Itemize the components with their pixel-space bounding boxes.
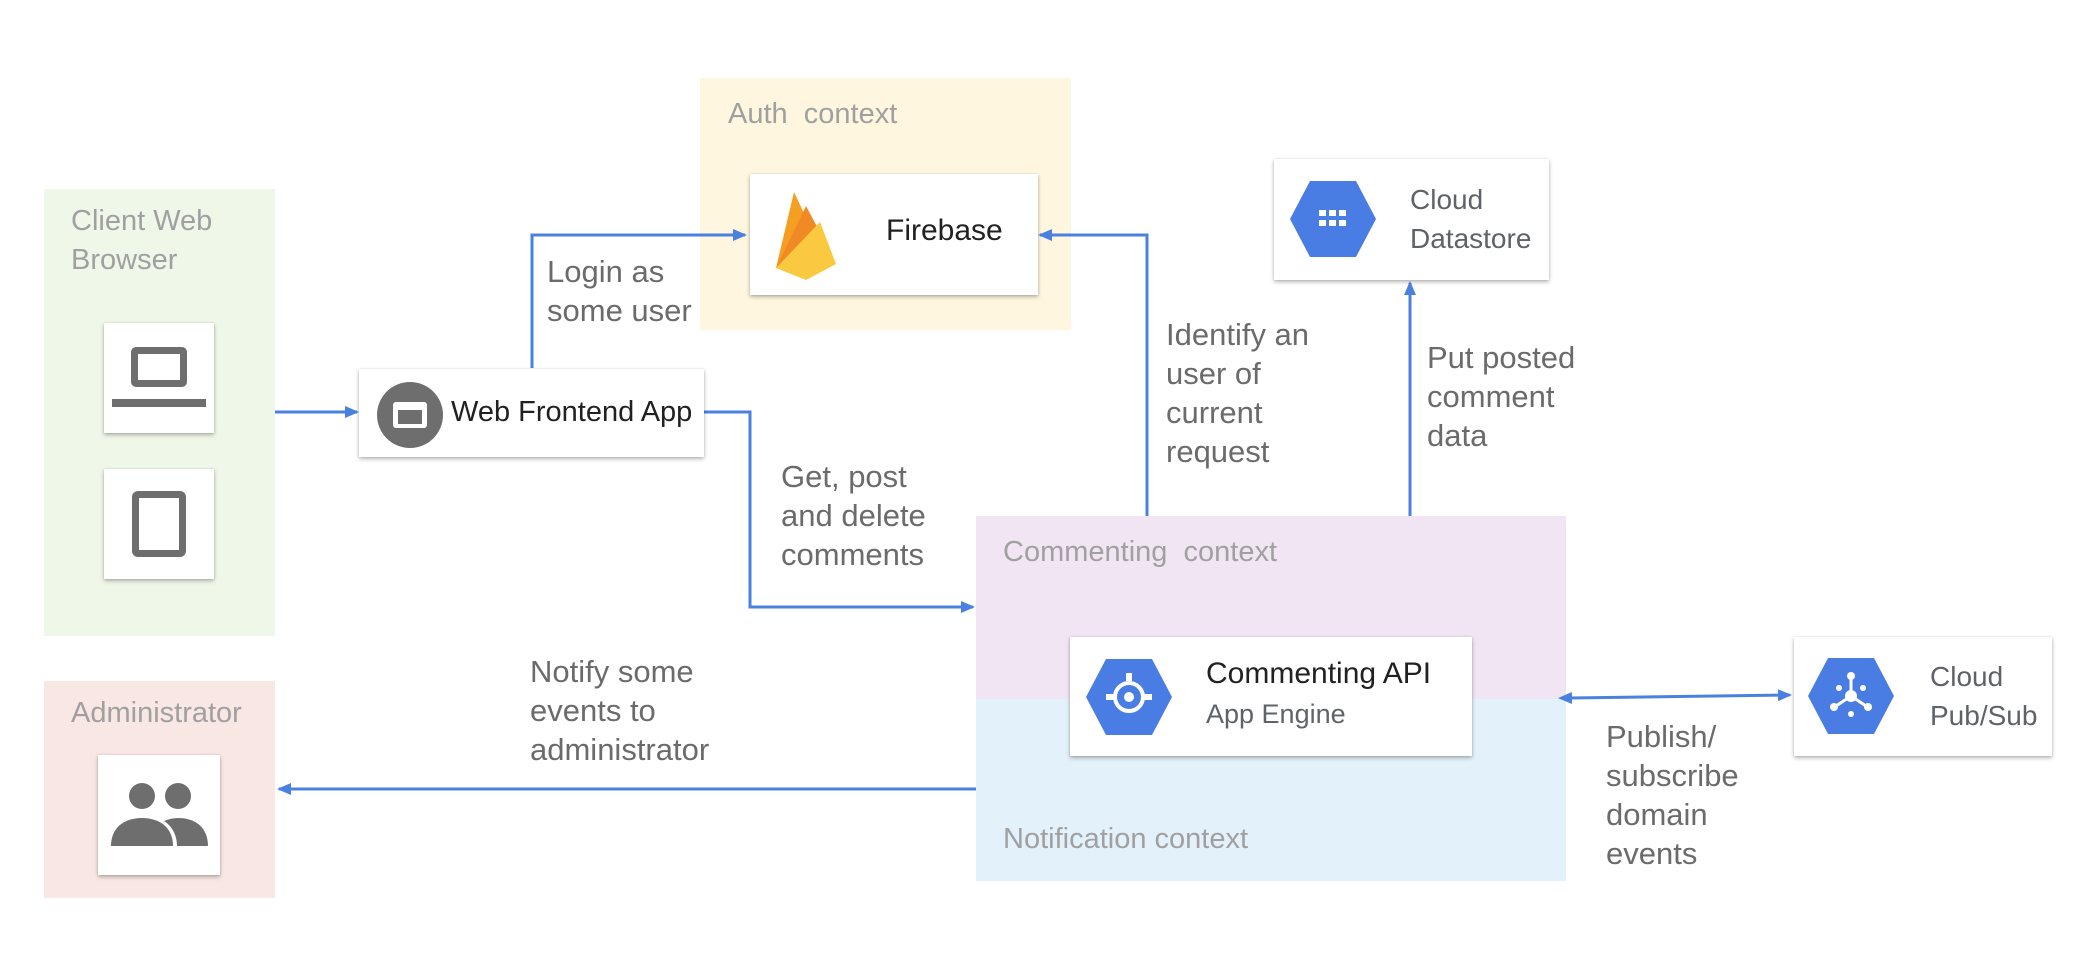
- frontend-to-firebase-arrow: [530, 229, 747, 368]
- administrator-title: Administrator: [71, 697, 242, 729]
- notification-context-title: Notification context: [1003, 823, 1249, 855]
- tablet-card: [104, 469, 214, 579]
- cloud-datastore-node: Cloud Datastore: [1274, 159, 1549, 280]
- put-comment-edge-label: Put posted comment data: [1427, 340, 1576, 453]
- auth-context-title: Auth context: [728, 98, 898, 130]
- web-frontend-app-label: Web Frontend App: [451, 396, 693, 428]
- firebase-node: Firebase: [750, 174, 1038, 295]
- commenting-api-label: Commenting API: [1206, 657, 1432, 690]
- commenting-api-node: Commenting API App Engine: [1070, 637, 1472, 756]
- tablet-icon: [132, 491, 186, 557]
- laptop-icon: [112, 347, 206, 407]
- admin-users-card: [98, 755, 220, 875]
- frontend-to-commenting-arrow: [704, 410, 975, 613]
- laptop-card: [104, 323, 214, 433]
- app-engine-label: App Engine: [1206, 699, 1346, 729]
- commenting-pubsub-arrow: [1558, 689, 1792, 704]
- web-frontend-app-node: Web Frontend App: [359, 369, 704, 457]
- notify-admin-edge-label: Notify some events to administrator: [530, 654, 710, 767]
- client-web-browser-title: Client Web Browser: [71, 205, 213, 276]
- cloud-pubsub-label: Cloud Pub/Sub: [1930, 661, 2038, 731]
- firebase-label: Firebase: [886, 214, 1003, 247]
- cloud-pubsub-node: Cloud Pub/Sub: [1794, 637, 2052, 756]
- publish-subscribe-edge-label: Publish/ subscribe domain events: [1606, 719, 1739, 871]
- commenting-to-firebase-arrow: [1038, 229, 1149, 516]
- app-engine-icon: [1086, 659, 1172, 735]
- web-app-icon: [377, 382, 443, 448]
- commenting-context-title: Commenting context: [1003, 536, 1278, 568]
- cloud-datastore-label: Cloud Datastore: [1410, 184, 1532, 254]
- datastore-icon: [1290, 181, 1376, 257]
- people-icon: [111, 783, 208, 846]
- identify-user-edge-label: Identify an user of current request: [1166, 317, 1310, 469]
- login-edge-label: Login as some user: [547, 254, 692, 328]
- get-post-delete-edge-label: Get, post and delete comments: [781, 459, 926, 572]
- pubsub-icon: [1808, 658, 1894, 734]
- firebase-icon: [776, 192, 836, 280]
